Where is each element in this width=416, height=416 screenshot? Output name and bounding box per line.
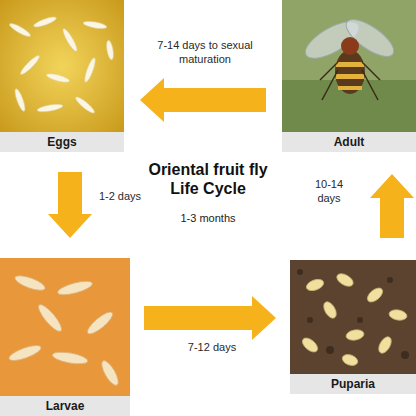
adult-fly-photo bbox=[282, 0, 416, 132]
puparia-photo bbox=[290, 260, 416, 374]
stage-arrow bbox=[370, 174, 414, 238]
larvae-photo bbox=[0, 258, 130, 396]
stage-label: Adult bbox=[282, 132, 416, 152]
duration-label: 7-12 days bbox=[175, 340, 249, 356]
stage-panel: Eggs bbox=[0, 0, 124, 152]
eggs-photo bbox=[0, 0, 124, 132]
stage-panel: Adult bbox=[282, 0, 416, 152]
duration-label: 7-14 days to sexual maturation bbox=[141, 38, 269, 68]
duration-label: 1-2 days bbox=[92, 189, 148, 205]
stage-panel: Larvae bbox=[0, 258, 130, 416]
duration-label: 10-14 days bbox=[304, 177, 354, 207]
stage-label: Puparia bbox=[290, 374, 416, 394]
stage-label: Larvae bbox=[0, 396, 130, 416]
stage-arrow bbox=[144, 296, 276, 340]
duration-note: 1-3 months bbox=[150, 212, 266, 224]
stage-panel: Puparia bbox=[290, 260, 416, 394]
stage-arrow bbox=[140, 78, 266, 122]
diagram-title: Oriental fruit fly Life Cycle bbox=[140, 160, 276, 198]
stage-arrow bbox=[48, 172, 92, 238]
stage-label: Eggs bbox=[0, 132, 124, 152]
